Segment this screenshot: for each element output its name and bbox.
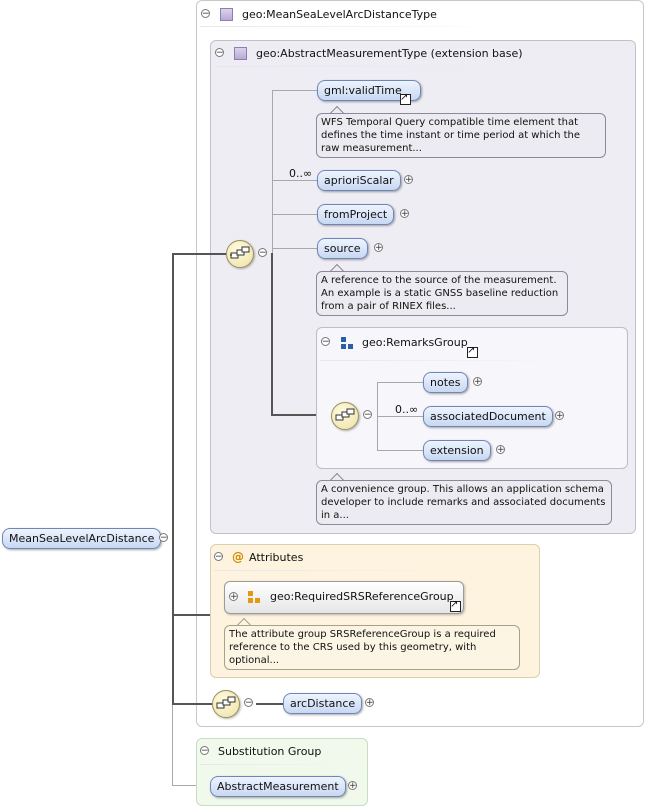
annotation-attribute-group: The attribute group SRSReferenceGroup is… [224, 625, 520, 670]
expand-button[interactable]: + [496, 445, 505, 455]
attribute-group-expand-button[interactable]: + [229, 592, 238, 602]
connector [271, 414, 331, 416]
attribute-group-ref-label: geo:RequiredSRSReferenceGroup [270, 590, 454, 603]
element-source[interactable]: source [317, 238, 368, 259]
link-arrow-icon: ↗ [467, 345, 476, 356]
connector [172, 703, 212, 705]
extension-title-divider [214, 66, 534, 67]
substitution-title: Substitution Group [218, 745, 322, 758]
connector [172, 253, 174, 705]
connector [256, 703, 283, 705]
sequence-collapse-button[interactable]: − [258, 248, 267, 258]
remarks-group-collapse-button[interactable]: − [321, 337, 330, 347]
connector [172, 785, 210, 786]
annotation-valid-time: WFS Temporal Query compatible time eleme… [316, 113, 606, 158]
remarks-group-title: geo:RemarksGroup [362, 336, 468, 349]
element-notes[interactable]: notes [423, 372, 468, 393]
substitution-title-divider [200, 764, 340, 765]
extension-collapse-button[interactable]: − [215, 48, 224, 58]
expand-button[interactable]: + [348, 781, 357, 791]
sequence-collapse-button[interactable]: − [363, 410, 372, 420]
connector [172, 253, 226, 255]
expand-button[interactable]: + [555, 411, 564, 421]
connector [172, 705, 173, 785]
attribute-at-icon: @ [232, 550, 244, 564]
reference-link-icon[interactable] [400, 94, 411, 105]
attributes-collapse-button[interactable]: − [214, 552, 223, 562]
element-extension[interactable]: extension [423, 440, 491, 461]
attribute-group-icon [248, 591, 260, 603]
attributes-title-divider [214, 570, 454, 571]
connector [272, 180, 317, 181]
occurrence-label: 0..∞ [289, 167, 313, 180]
expand-button[interactable]: + [374, 243, 383, 253]
attribute-group-ref-box[interactable] [224, 581, 464, 614]
type-title-divider [200, 26, 500, 27]
occurrence-label: 0..∞ [395, 403, 419, 416]
model-group-icon [341, 337, 353, 349]
root-element-mean-sea-level-arc-distance[interactable]: MeanSeaLevelArcDistance [2, 528, 162, 549]
type-collapse-button[interactable]: − [201, 9, 210, 19]
connector [272, 90, 273, 253]
reference-link-icon[interactable] [450, 601, 461, 612]
connector [377, 382, 423, 383]
sequence-compositor-icon [230, 246, 250, 259]
connector [272, 214, 317, 215]
complex-type-icon [220, 8, 233, 21]
element-associated-document[interactable]: associatedDocument [423, 406, 553, 427]
connector [271, 253, 273, 416]
remarks-title-divider [320, 360, 560, 361]
annotation-source: A reference to the source of the measure… [316, 271, 568, 316]
sequence-compositor-icon [335, 408, 355, 421]
link-arrow-icon: ↗ [400, 92, 409, 103]
connector [172, 614, 224, 616]
substitution-collapse-button[interactable]: − [200, 746, 209, 756]
connector [377, 416, 423, 417]
connector [272, 248, 317, 249]
root-collapse-button[interactable]: − [159, 533, 168, 543]
element-from-project[interactable]: fromProject [317, 204, 395, 225]
reference-link-icon[interactable] [467, 347, 478, 358]
element-abstract-measurement[interactable]: AbstractMeasurement [210, 776, 346, 797]
element-apriori-scalar[interactable]: aprioriScalar [317, 170, 401, 191]
connector [377, 450, 423, 451]
annotation-remarks-group: A convenience group. This allows an appl… [316, 480, 612, 525]
expand-button[interactable]: + [404, 175, 413, 185]
connector [272, 90, 317, 91]
extension-title: geo:AbstractMeasurementType (extension b… [256, 47, 523, 60]
complex-type-icon [234, 47, 247, 60]
attributes-title: Attributes [249, 551, 304, 564]
element-arc-distance[interactable]: arcDistance [283, 693, 363, 714]
element-gml-valid-time[interactable]: gml:validTime [317, 80, 421, 101]
sequence-compositor-icon [216, 696, 236, 709]
expand-button[interactable]: + [400, 209, 409, 219]
expand-button[interactable]: + [365, 698, 374, 708]
expand-button[interactable]: + [473, 377, 482, 387]
type-title: geo:MeanSeaLevelArcDistanceType [242, 8, 437, 21]
link-arrow-icon: ↗ [450, 599, 459, 610]
sequence-collapse-button[interactable]: − [244, 698, 253, 708]
